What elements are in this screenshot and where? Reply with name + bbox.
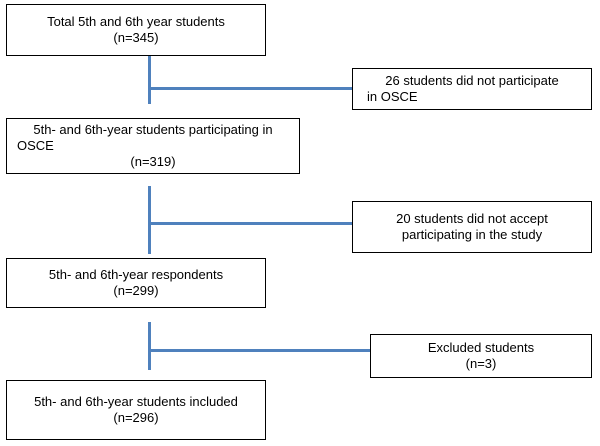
box-included-count: (n=296) bbox=[113, 410, 159, 425]
connector-vertical-3 bbox=[148, 322, 151, 370]
box-not-participated-osce-line1: 26 students did not participate bbox=[385, 73, 559, 88]
box-not-participated-osce: 26 students did not participate in OSCE bbox=[352, 68, 592, 110]
connector-vertical-1 bbox=[148, 56, 151, 104]
connector-branch-2 bbox=[148, 222, 352, 225]
box-excluded-students-line2: (n=3) bbox=[465, 356, 497, 371]
box-respondents-title: 5th- and 6th-year respondents bbox=[48, 267, 224, 282]
box-declined-study-line2: participating in the study bbox=[401, 227, 543, 242]
box-included: 5th- and 6th-year students included (n=2… bbox=[6, 380, 266, 440]
box-total-students: Total 5th and 6th year students (n=345) bbox=[6, 4, 266, 56]
box-excluded-students: Excluded students (n=3) bbox=[370, 334, 592, 378]
box-osce-participants-title: 5th- and 6th-year students participating… bbox=[33, 122, 273, 137]
box-not-participated-osce-line2: in OSCE bbox=[367, 89, 418, 104]
connector-branch-3 bbox=[148, 349, 370, 352]
box-osce-participants: 5th- and 6th-year students participating… bbox=[6, 118, 300, 174]
box-included-title: 5th- and 6th-year students included bbox=[34, 394, 238, 409]
box-total-students-count: (n=345) bbox=[113, 30, 159, 45]
box-declined-study: 20 students did not accept participating… bbox=[352, 201, 592, 253]
box-respondents-count: (n=299) bbox=[113, 283, 159, 298]
box-excluded-students-line1: Excluded students bbox=[427, 340, 535, 355]
connector-vertical-2 bbox=[148, 186, 151, 254]
box-respondents: 5th- and 6th-year respondents (n=299) bbox=[6, 258, 266, 308]
box-osce-participants-count: (n=319) bbox=[130, 154, 176, 169]
box-declined-study-line1: 20 students did not accept bbox=[396, 211, 548, 226]
box-osce-participants-title-cont: OSCE bbox=[17, 138, 54, 153]
box-total-students-title: Total 5th and 6th year students bbox=[47, 14, 225, 29]
connector-branch-1 bbox=[148, 87, 352, 90]
